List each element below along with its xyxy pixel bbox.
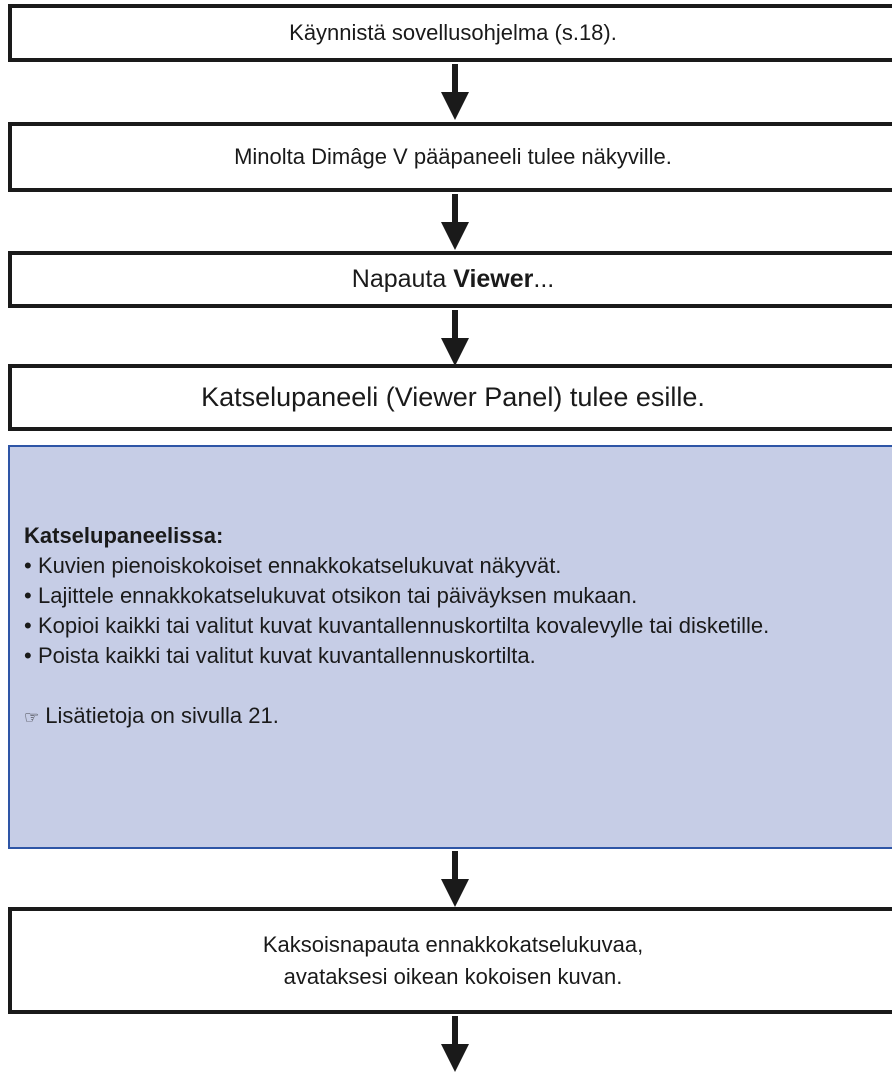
step-3-suffix: ... [533,265,555,293]
step-6-box: Kaksoisnapauta ennakkokatselukuvaa, avat… [8,907,892,1014]
down-arrow-icon [441,64,469,120]
step-2-text: Minolta Dimâge V pääpaneeli tulee näkyvi… [234,144,672,169]
info-bullet: Kuvien pienoiskokoiset ennakkokatselukuv… [24,551,892,581]
pointing-hand-icon: ☞ [24,708,40,727]
step-3-viewer-label: Viewer [453,265,534,293]
step-3-box: Napauta Viewer... [8,251,892,308]
viewer-panel-info: Katselupaneelissa: Kuvien pienoiskokoise… [8,445,892,849]
step-4-text: Katselupaneeli (Viewer Panel) tulee esil… [201,382,705,412]
info-heading: Katselupaneelissa: [24,523,224,548]
step-6-line-2: avataksesi oikean kokoisen kuvan. [283,963,623,989]
step-2-box: Minolta Dimâge V pääpaneeli tulee näkyvi… [8,122,892,192]
info-bullet: Lajittele ennakkokatselukuvat otsikon ta… [24,581,892,611]
info-bullet: Poista kaikki tai valitut kuvat kuvantal… [24,641,892,671]
reference-text: Lisätietoja on sivulla 21. [45,703,279,728]
info-bullet-list: Kuvien pienoiskokoiset ennakkokatselukuv… [24,551,892,671]
down-arrow-icon [441,310,469,366]
step-1-text: Käynnistä sovellusohjelma (s.18). [289,20,617,45]
reference-line: ☞ Lisätietoja on sivulla 21. [24,701,892,733]
step-3-text: Napauta Viewer... [352,265,554,294]
step-3-prefix: Napauta [351,265,454,293]
step-4-box: Katselupaneeli (Viewer Panel) tulee esil… [8,364,892,431]
down-arrow-icon [441,1016,469,1072]
down-arrow-icon [441,194,469,250]
step-6-line-1: Kaksoisnapauta ennakkokatselukuvaa, [262,931,644,957]
info-bullet: Kopioi kaikki tai valitut kuvat kuvantal… [24,611,892,641]
down-arrow-icon [441,851,469,907]
step-1-box: Käynnistä sovellusohjelma (s.18). [8,4,892,62]
